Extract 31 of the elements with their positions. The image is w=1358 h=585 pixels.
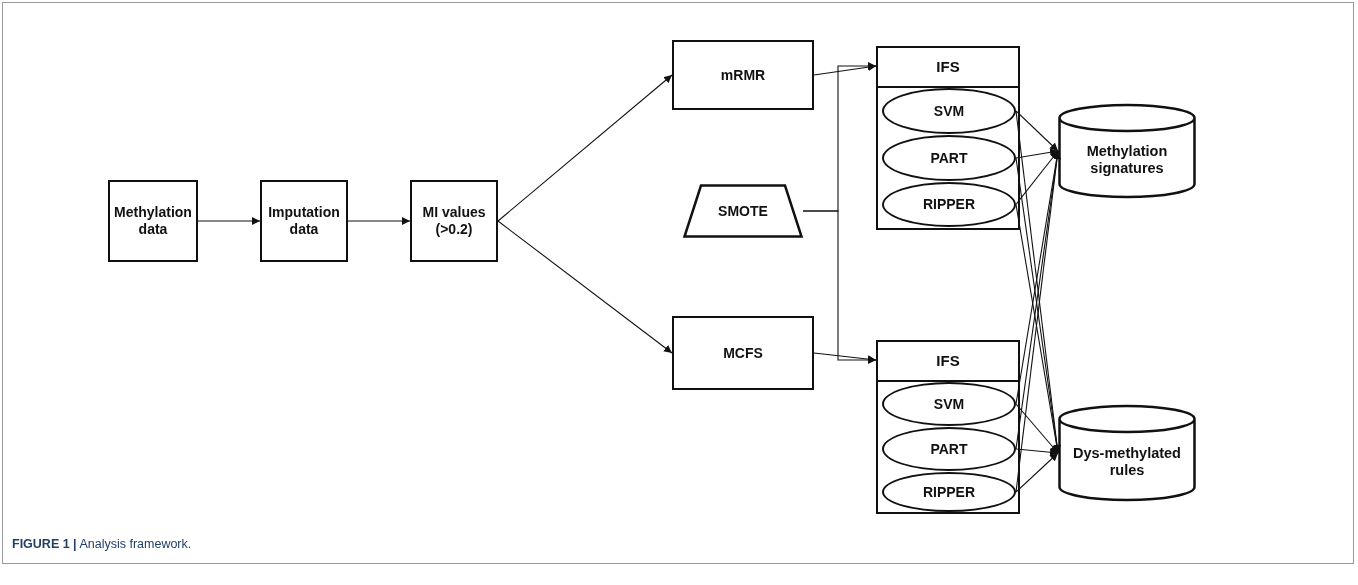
method-ellipse: SVM	[882, 88, 1016, 134]
arrow	[1015, 448, 1059, 457]
method-ellipse: PART	[882, 427, 1016, 471]
arrow	[497, 74, 673, 222]
method-panel	[876, 340, 1020, 514]
method-panel	[876, 46, 1020, 230]
arrow	[1015, 403, 1059, 454]
arrow	[1015, 148, 1059, 159]
method-ellipse: RIPPER	[882, 182, 1016, 227]
panel-heading: IFS	[878, 342, 1018, 382]
arrow	[497, 220, 673, 354]
process-box: Methylation data	[108, 180, 198, 262]
database-cylinder: Dys-methylated rules	[1058, 406, 1196, 500]
arrow	[802, 210, 877, 364]
arrow	[1015, 110, 1059, 152]
process-box: MI values (>0.2)	[410, 180, 498, 262]
process-box: MCFS	[672, 316, 814, 390]
arrow	[813, 352, 877, 364]
method-ellipse: PART	[882, 135, 1016, 181]
panel-heading: IFS	[878, 48, 1018, 88]
database-cylinder: Methylation signatures	[1058, 105, 1196, 197]
trapezoid-box: SMOTE	[683, 184, 803, 238]
arrow	[347, 217, 411, 225]
figure-caption: FIGURE 1 | Analysis framework.	[12, 537, 192, 551]
process-box: mRMR	[672, 40, 814, 110]
arrow	[1015, 150, 1059, 206]
method-ellipse: RIPPER	[882, 472, 1016, 512]
process-box: Imputation data	[260, 180, 348, 262]
arrow	[1015, 452, 1059, 493]
arrow	[197, 217, 261, 225]
method-ellipse: SVM	[882, 382, 1016, 426]
